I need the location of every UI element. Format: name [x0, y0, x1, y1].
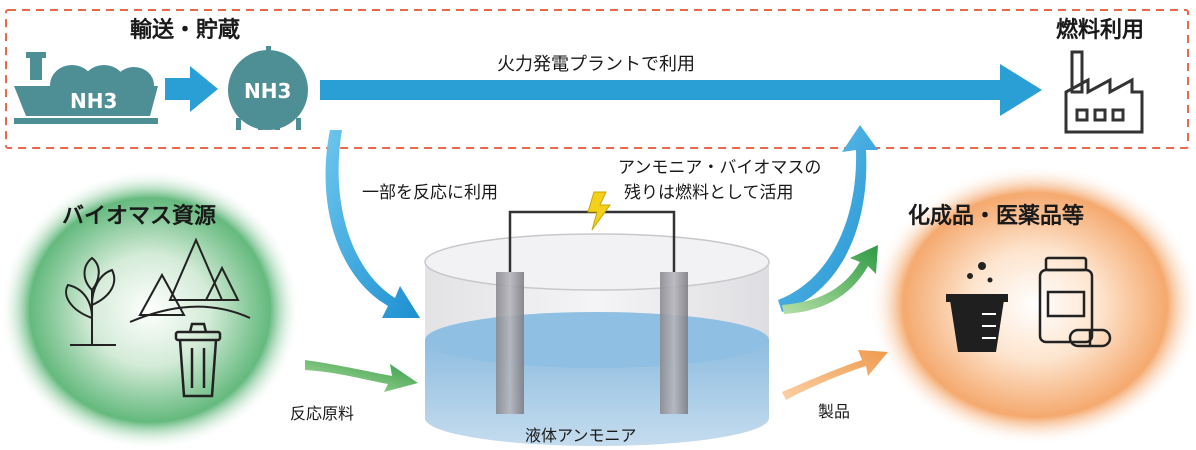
- power-plant-label: 火力発電プラントで利用: [497, 54, 695, 75]
- electrodes: [496, 210, 688, 414]
- tank-formula: NH3: [244, 79, 291, 103]
- feedstock-arrow: [305, 360, 418, 392]
- residue-label-line2: 残りは燃料として活用: [624, 183, 794, 203]
- top-band-border: [5, 9, 1189, 149]
- product-label: 製品: [818, 402, 851, 421]
- partial-use-arrow: [325, 130, 420, 318]
- transport-storage-label: 輸送・貯蔵: [130, 18, 241, 43]
- trash-can-icon: [174, 322, 222, 398]
- medicine-bottle-icon: [1038, 256, 1094, 344]
- vessel-label: 液体アンモニア: [525, 426, 637, 445]
- power-plant-arrow: [320, 64, 1042, 116]
- product-arrow: [782, 350, 888, 400]
- forest-icon: [129, 237, 251, 323]
- factory-icon: [1064, 50, 1144, 134]
- to-products-arrow: [782, 245, 878, 314]
- feedstock-label: 反応原料: [290, 404, 355, 423]
- lightning-icon: [587, 191, 611, 231]
- biomass-glow: [0, 170, 300, 450]
- spherical-tank-icon: [228, 46, 308, 130]
- ship-formula: NH3: [70, 89, 117, 113]
- partial-use-label: 一部を反応に利用: [362, 183, 498, 203]
- products-glow: [870, 165, 1196, 445]
- residue-label-line1: アンモニア・バイオマスの: [618, 158, 822, 178]
- products-title: 化成品・医薬品等: [908, 204, 1085, 229]
- ship-to-tank-arrow: [165, 66, 218, 112]
- beaker-icon: [946, 262, 1008, 352]
- biomass-title: バイオマス資源: [62, 204, 217, 229]
- fuel-use-label: 燃料利用: [1056, 18, 1145, 43]
- plant-icon: [65, 256, 116, 346]
- ship-icon: [14, 52, 158, 124]
- residue-to-fuel-arrow: [778, 125, 878, 312]
- reactor-vessel: [424, 233, 770, 446]
- capsule-icon: [1068, 328, 1112, 348]
